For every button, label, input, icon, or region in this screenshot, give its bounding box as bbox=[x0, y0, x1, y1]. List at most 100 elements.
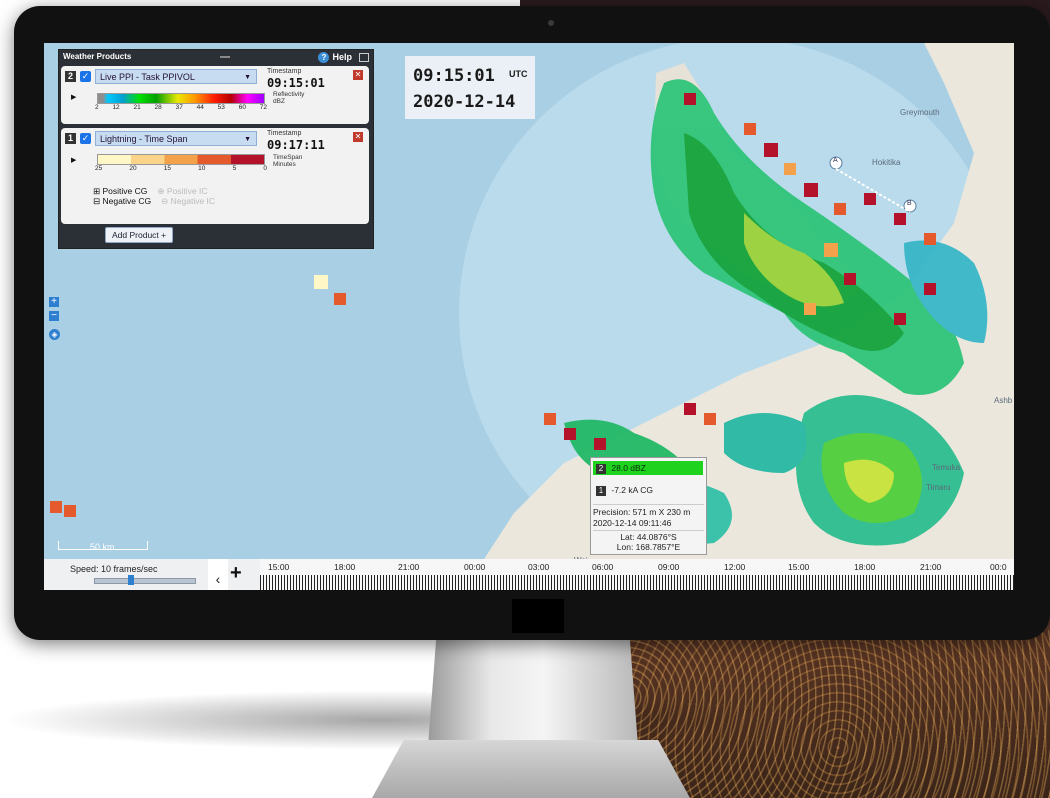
chevron-down-icon: ▼ bbox=[244, 136, 251, 143]
radar-echoes bbox=[564, 79, 988, 546]
track-marker-b[interactable]: B bbox=[907, 200, 912, 207]
minimize-icon[interactable] bbox=[358, 52, 369, 62]
popup-coordinates: Lat: 44.0876°S Lon: 168.7857°E bbox=[593, 530, 704, 552]
timeline-label: 15:00 bbox=[788, 562, 810, 572]
place-hokitika: Hokitika bbox=[872, 158, 901, 167]
timestamp-label: Timestamp bbox=[267, 130, 302, 137]
popup-reflectivity: 2 28.0 dBZ bbox=[593, 461, 703, 475]
timeline-label: 21:00 bbox=[398, 562, 420, 572]
product-select[interactable]: Live PPI - Task PPIVOL ▼ bbox=[95, 69, 257, 84]
timeline-ruler[interactable]: 15:00 18:00 21:00 00:00 03:00 06:00 09:0… bbox=[260, 559, 1014, 590]
compass-icon[interactable]: ◈ bbox=[49, 329, 60, 340]
timeline-label: 18:00 bbox=[334, 562, 356, 572]
popup-precision: Precision: 571 m X 230 m 2020-12-14 09:1… bbox=[593, 504, 704, 529]
timespan-unit: TimeSpan Minutes bbox=[273, 154, 302, 168]
product-visible-checkbox[interactable]: ✓ bbox=[80, 71, 91, 82]
add-product-button[interactable]: Add Product + bbox=[105, 227, 174, 243]
reflectivity-ticks: 2 12 21 28 37 44 53 60 72 bbox=[95, 104, 267, 111]
timestamp-value: 09:17:11 bbox=[267, 138, 325, 152]
tick: 5 bbox=[232, 165, 237, 172]
panel-header: Weather Products ? Help bbox=[59, 50, 373, 64]
tick: 53 bbox=[217, 104, 225, 111]
tick: 20 bbox=[129, 165, 137, 172]
monitor-logo bbox=[512, 599, 564, 633]
zoom-out-button[interactable]: − bbox=[49, 311, 59, 321]
speed-slider-track[interactable] bbox=[94, 578, 196, 584]
popup-lightning: 1 -7.2 kA CG bbox=[593, 484, 653, 496]
play-icon[interactable]: ▶ bbox=[71, 157, 77, 164]
screen: A B Greymouth Hokitika Ashb Temuka Timar… bbox=[44, 43, 1014, 590]
unit-line: dBZ bbox=[273, 98, 285, 105]
reflectivity-color-scale bbox=[97, 93, 265, 104]
speed-label: Speed: 10 frames/sec bbox=[70, 564, 158, 574]
timeline-label: 00:00 bbox=[464, 562, 486, 572]
tick: 28 bbox=[154, 104, 162, 111]
product-select[interactable]: Lightning - Time Span ▼ bbox=[95, 131, 257, 146]
speed-slider-thumb[interactable] bbox=[128, 575, 134, 585]
current-date: 2020-12-14 bbox=[413, 92, 516, 112]
timestamp-value: 09:15:01 bbox=[267, 76, 325, 90]
timeline-label: 15:00 bbox=[268, 562, 290, 572]
legend-positive-cg[interactable]: ⊞ Positive CG bbox=[93, 186, 148, 196]
weather-products-panel: Weather Products ? Help 2 ✓ Live PPI - T… bbox=[58, 49, 374, 249]
product-visible-checkbox[interactable]: ✓ bbox=[80, 133, 91, 144]
place-temuka: Temuka bbox=[932, 463, 961, 472]
monitor-stand-base bbox=[372, 740, 690, 798]
tick: 12 bbox=[112, 104, 120, 111]
tick: 21 bbox=[133, 104, 141, 111]
chevron-down-icon: ▼ bbox=[244, 74, 251, 81]
current-time-display: 09:15:01 UTC 2020-12-14 bbox=[405, 56, 535, 119]
close-icon[interactable]: ✕ bbox=[353, 70, 363, 80]
help-button[interactable]: ? Help bbox=[318, 50, 369, 64]
map-info-popup: 2 28.0 dBZ 1 -7.2 kA CG Precision: 571 m… bbox=[590, 457, 707, 555]
place-greymouth: Greymouth bbox=[900, 108, 940, 117]
map-scale-label: 50 km bbox=[90, 542, 115, 552]
close-icon[interactable]: ✕ bbox=[353, 132, 363, 142]
play-icon[interactable]: ▶ bbox=[71, 94, 77, 101]
chevron-left-icon[interactable]: ‹ bbox=[208, 559, 228, 590]
tick: 15 bbox=[163, 165, 172, 172]
legend-label: Negative IC bbox=[170, 196, 216, 206]
popup-precision-text: Precision: 571 m X 230 m bbox=[593, 507, 691, 517]
timeline-label: 06:00 bbox=[592, 562, 614, 572]
tick: 10 bbox=[198, 165, 206, 172]
tick: 2 bbox=[95, 104, 99, 111]
legend-label: Positive CG bbox=[102, 186, 148, 196]
legend-label: Negative CG bbox=[102, 196, 152, 206]
popup-lightning-value: -7.2 kA CG bbox=[611, 485, 653, 495]
track-marker-a[interactable]: A bbox=[833, 157, 838, 164]
unit-line: Reflectivity bbox=[273, 91, 305, 98]
tick: 37 bbox=[175, 104, 183, 111]
track-markers bbox=[829, 156, 917, 213]
timeline-label: 21:00 bbox=[920, 562, 942, 572]
help-label: Help bbox=[332, 52, 352, 62]
timezone-label: UTC bbox=[509, 69, 528, 79]
tick: 0 bbox=[263, 165, 267, 172]
legend-negative-ic[interactable]: ⊖ Negative IC bbox=[161, 196, 216, 206]
timeline-label: 12:00 bbox=[724, 562, 746, 572]
help-icon: ? bbox=[318, 51, 330, 63]
add-time-button[interactable]: + bbox=[230, 562, 242, 584]
zoom-in-button[interactable]: + bbox=[49, 297, 59, 307]
product-card-reflectivity: 2 ✓ Live PPI - Task PPIVOL ▼ Timestamp 0… bbox=[61, 66, 369, 124]
popup-lon: Lon: 168.7857°E bbox=[616, 542, 681, 552]
timespan-ticks: 25 20 15 10 5 0 bbox=[95, 165, 267, 172]
product-card-lightning: 1 ✓ Lightning - Time Span ▼ Timestamp 09… bbox=[61, 128, 369, 224]
popup-lat: Lat: 44.0876°S bbox=[620, 532, 677, 542]
place-timaru: Timaru bbox=[926, 483, 951, 492]
popup-refl-number: 2 bbox=[596, 463, 606, 474]
tick: 60 bbox=[238, 104, 246, 111]
panel-title: Weather Products bbox=[63, 52, 132, 61]
timeline-label: 09:00 bbox=[658, 562, 680, 572]
drag-handle[interactable] bbox=[219, 56, 230, 58]
legend-negative-cg[interactable]: ⊟ Negative CG bbox=[93, 196, 152, 206]
product-select-value: Lightning - Time Span bbox=[100, 134, 188, 144]
product-select-value: Live PPI - Task PPIVOL bbox=[100, 72, 195, 82]
lightning-legend: ⊞ Positive CG ⊕ Positive IC ⊟ Negative C… bbox=[93, 186, 215, 206]
unit-line: TimeSpan bbox=[273, 154, 303, 161]
popup-lightning-number: 1 bbox=[596, 485, 606, 496]
timeline-bar: Speed: 10 frames/sec ‹ + 15:00 18:00 21:… bbox=[44, 559, 1014, 590]
unit-line: Minutes bbox=[273, 161, 296, 168]
tick: 44 bbox=[196, 104, 204, 111]
legend-positive-ic[interactable]: ⊕ Positive IC bbox=[157, 186, 208, 196]
